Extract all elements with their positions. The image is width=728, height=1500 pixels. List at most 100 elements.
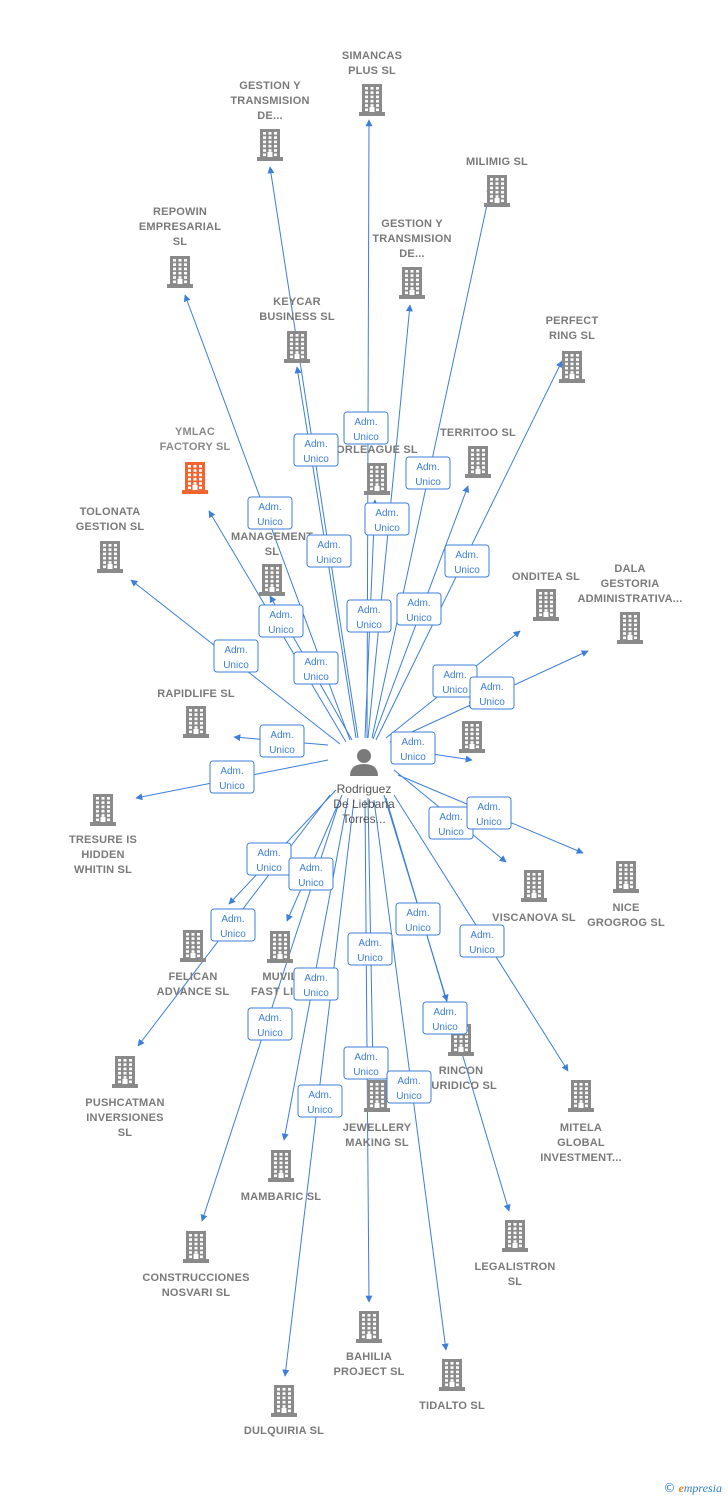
role-badge[interactable]: Adm.Unico — [395, 902, 441, 936]
company-label[interactable]: HIDDEN — [81, 849, 124, 861]
company-node-jewellery[interactable]: JEWELLERY MAKING SL — [343, 1080, 412, 1149]
building-icon[interactable] — [484, 175, 510, 207]
company-label[interactable]: ADMINISTRATIVA... — [577, 593, 682, 605]
company-label[interactable]: DULQUIRIA SL — [244, 1425, 324, 1437]
company-node-viscanova[interactable]: VISCANOVA SL — [492, 870, 576, 924]
company-label[interactable]: ADVANCE SL — [157, 986, 230, 998]
company-label[interactable]: TIDALTO SL — [419, 1400, 485, 1412]
company-label[interactable]: BAHILIA — [346, 1351, 392, 1363]
company-label[interactable]: RING SL — [549, 330, 595, 342]
role-badge[interactable]: Adm.Unico — [306, 534, 352, 568]
role-badge[interactable]: Adm.Unico — [469, 676, 515, 710]
company-node-nice[interactable]: NICE GROGROG SL — [587, 861, 665, 929]
company-label[interactable]: SL — [173, 236, 188, 248]
building-icon[interactable] — [183, 1231, 209, 1263]
company-node-construcciones[interactable]: CONSTRUCCIONES NOSVARI SL — [142, 1231, 249, 1299]
role-badge[interactable]: Adm.Unico — [293, 967, 339, 1001]
company-node-tolonata[interactable]: TOLONATA GESTION SL — [76, 506, 145, 573]
role-badge[interactable]: Adm.Unico — [444, 544, 490, 578]
company-label[interactable]: RAPIDLIFE SL — [157, 688, 235, 700]
role-badge[interactable]: Adm.Unico — [209, 760, 255, 794]
building-icon[interactable] — [364, 463, 390, 495]
building-icon[interactable] — [613, 861, 639, 893]
building-icon[interactable] — [182, 462, 208, 494]
role-badge[interactable]: Adm.Unico — [343, 1046, 389, 1080]
role-badge[interactable]: Adm.Unico — [247, 496, 293, 530]
building-icon[interactable] — [271, 1385, 297, 1417]
company-label[interactable]: GESTION Y — [239, 80, 301, 92]
company-label[interactable]: FACTORY SL — [160, 441, 231, 453]
company-node-gestion2[interactable]: GESTION Y TRANSMISION DE... — [372, 218, 451, 299]
company-label[interactable]: GESTION SL — [76, 521, 145, 533]
role-badge[interactable]: Adm.Unico — [428, 806, 474, 840]
building-icon[interactable] — [167, 256, 193, 288]
role-badge[interactable]: Adm.Unico — [459, 924, 505, 958]
building-icon[interactable] — [356, 1311, 382, 1343]
company-label[interactable]: FELICAN — [168, 971, 217, 983]
company-node-milimig[interactable]: MILIMIG SL — [466, 156, 528, 207]
company-label[interactable]: NOSVARI SL — [162, 1287, 230, 1299]
center-person-name[interactable]: Rodriguez — [337, 782, 392, 796]
role-badge[interactable]: Adm.Unico — [390, 731, 436, 765]
role-badge[interactable]: Adm.Unico — [405, 456, 451, 490]
building-icon[interactable] — [521, 870, 547, 902]
company-node-dala[interactable]: DALAGESTORIAADMINISTRATIVA... — [577, 563, 682, 644]
company-label[interactable]: LEGALISTRON — [474, 1261, 555, 1273]
company-label[interactable]: GESTORIA — [601, 578, 660, 590]
company-node-mitela[interactable]: MITELAGLOBALINVESTMENT... — [540, 1080, 622, 1164]
company-node-rapidlife[interactable]: RAPIDLIFE SL — [157, 688, 235, 738]
company-label[interactable]: GLOBAL — [557, 1137, 605, 1149]
company-label[interactable]: WHITIN SL — [74, 864, 132, 876]
building-icon[interactable] — [97, 541, 123, 573]
building-icon[interactable] — [359, 84, 385, 116]
company-label[interactable]: ONDITEA SL — [512, 571, 580, 583]
company-label[interactable]: VISCANOVA SL — [492, 912, 576, 924]
building-icon[interactable] — [257, 129, 283, 161]
company-node-ymlac[interactable]: YMLAC FACTORY SL — [160, 426, 231, 494]
company-label[interactable]: DE... — [257, 110, 282, 122]
company-label[interactable]: TRANSMISION — [372, 233, 451, 245]
building-icon[interactable] — [533, 589, 559, 621]
company-label[interactable]: TERRITOO SL — [440, 427, 516, 439]
company-label[interactable]: GESTION Y — [381, 218, 443, 230]
company-label[interactable]: NICE — [612, 902, 639, 914]
role-badge[interactable]: Adm.Unico — [297, 1084, 343, 1118]
role-badge[interactable]: Adm.Unico — [386, 1070, 432, 1104]
company-label[interactable]: PLUS SL — [348, 65, 396, 77]
company-label[interactable]: PROJECT SL — [333, 1366, 404, 1378]
role-badge[interactable]: Adm.Unico — [466, 796, 512, 830]
company-node-orleague[interactable]: ORLEAGUE SL — [336, 444, 418, 495]
company-label[interactable]: JEWELLERY — [343, 1122, 412, 1134]
company-label[interactable]: MAKING SL — [345, 1137, 409, 1149]
company-label[interactable]: BUSINESS SL — [259, 311, 335, 323]
role-badge[interactable]: Adm.Unico — [293, 651, 339, 685]
company-node-territoo[interactable]: TERRITOO SL — [440, 427, 516, 478]
building-icon[interactable] — [180, 930, 206, 962]
company-label[interactable]: SL — [265, 546, 280, 558]
company-node-tidalto[interactable]: TIDALTO SL — [419, 1359, 485, 1412]
center-person-name[interactable]: Torres... — [342, 812, 385, 826]
company-node-gestion1[interactable]: GESTION YTRANSMISIONDE... — [230, 80, 309, 161]
building-icon[interactable] — [112, 1056, 138, 1088]
role-badge[interactable]: Adm.Unico — [432, 664, 478, 698]
building-icon[interactable] — [399, 267, 425, 299]
company-label[interactable]: DE... — [399, 248, 424, 260]
building-icon[interactable] — [502, 1220, 528, 1252]
company-label[interactable]: GROGROG SL — [587, 917, 665, 929]
role-badge[interactable]: Adm.Unico — [247, 1007, 293, 1041]
company-label[interactable]: MITELA — [560, 1122, 602, 1134]
company-label[interactable]: JURIDICO SL — [425, 1080, 497, 1092]
company-label[interactable]: PERFECT — [546, 315, 599, 327]
building-icon[interactable] — [364, 1080, 390, 1112]
role-badge[interactable]: Adm.Unico — [258, 604, 304, 638]
building-icon[interactable] — [259, 564, 285, 596]
company-label[interactable]: YMLAC — [175, 426, 215, 438]
company-label[interactable]: TOLONATA — [80, 506, 141, 518]
role-badge[interactable]: Adm.Unico — [343, 411, 389, 445]
company-label[interactable]: CONSTRUCCIONES — [142, 1272, 249, 1284]
company-node-legalistron[interactable]: LEGALISTRON SL — [474, 1220, 555, 1288]
company-label[interactable]: SL — [508, 1276, 523, 1288]
